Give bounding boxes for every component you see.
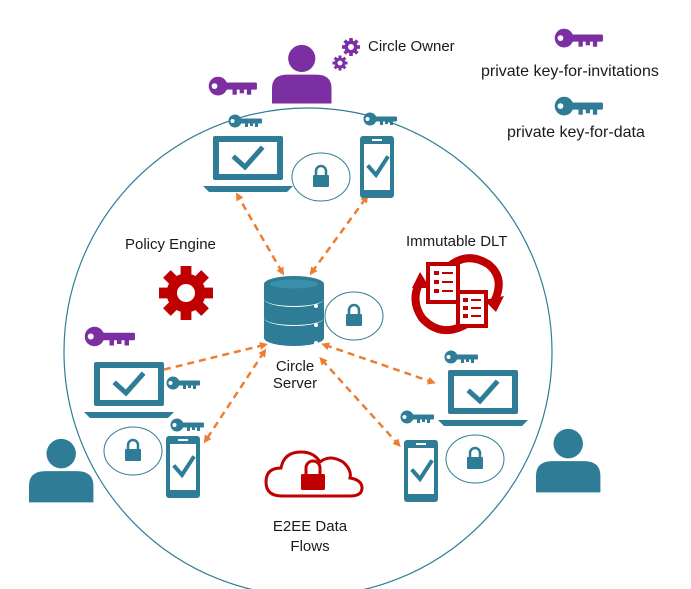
e2ee-label: E2EE Data Flows bbox=[262, 517, 358, 557]
server-lock-icon bbox=[323, 290, 385, 342]
immutable-dlt-label: Immutable DLT bbox=[406, 233, 508, 250]
left-lock-icon bbox=[102, 425, 164, 477]
left-invitation-key-icon bbox=[84, 326, 135, 347]
legend-data-label: private key-for-data bbox=[507, 124, 645, 141]
policy-engine-label: Policy Engine bbox=[125, 236, 216, 253]
owner-gear-icon bbox=[332, 38, 360, 71]
circle-server-database-icon bbox=[264, 276, 324, 346]
circle-owner-user-icon bbox=[272, 44, 332, 104]
right-laptop-data-key-icon bbox=[444, 350, 478, 364]
legend-teal-key-icon bbox=[554, 96, 603, 116]
top-phone-data-key-icon bbox=[363, 112, 397, 126]
right-phone-icon bbox=[402, 438, 440, 504]
left-laptop-icon bbox=[84, 362, 174, 418]
circle-owner-label: Circle Owner bbox=[368, 38, 455, 55]
arrow-server-right-laptop bbox=[321, 342, 436, 385]
arrow-server-left-laptop bbox=[146, 342, 268, 376]
circle-server-label-line1: Circle bbox=[275, 358, 315, 375]
owner-invitation-key-icon bbox=[208, 76, 257, 96]
e2ee-cloud-lock-icon bbox=[264, 450, 364, 498]
immutable-dlt-ledger-icon bbox=[411, 254, 504, 334]
top-lock-icon bbox=[290, 151, 352, 203]
top-phone-icon bbox=[358, 134, 396, 200]
e2ee-label-line1: E2EE Data bbox=[272, 518, 348, 535]
circle-server-label: Circle Server bbox=[264, 358, 326, 392]
top-laptop-icon bbox=[203, 136, 293, 192]
circle-boundary bbox=[63, 107, 553, 589]
arrow-server-top-phone bbox=[309, 194, 369, 276]
arrow-server-left-phone bbox=[203, 348, 267, 444]
right-lock-icon bbox=[444, 433, 506, 485]
arrow-server-top-laptop bbox=[235, 192, 285, 276]
right-user-icon bbox=[536, 428, 601, 493]
circle-server-label-line2: Server bbox=[272, 375, 318, 392]
e2ee-label-line2: Flows bbox=[290, 538, 330, 555]
right-phone-data-key-icon bbox=[400, 410, 434, 424]
left-phone-data-key-icon bbox=[170, 418, 204, 432]
e2ee-arrows bbox=[146, 192, 436, 447]
right-laptop-icon bbox=[438, 370, 528, 426]
arrow-server-right-phone bbox=[319, 357, 401, 447]
left-laptop-data-key-icon bbox=[166, 376, 200, 390]
left-phone-icon bbox=[164, 434, 202, 500]
legend-invitations-label: private key-for-invitations bbox=[481, 63, 659, 80]
legend-purple-key-icon bbox=[554, 28, 603, 48]
